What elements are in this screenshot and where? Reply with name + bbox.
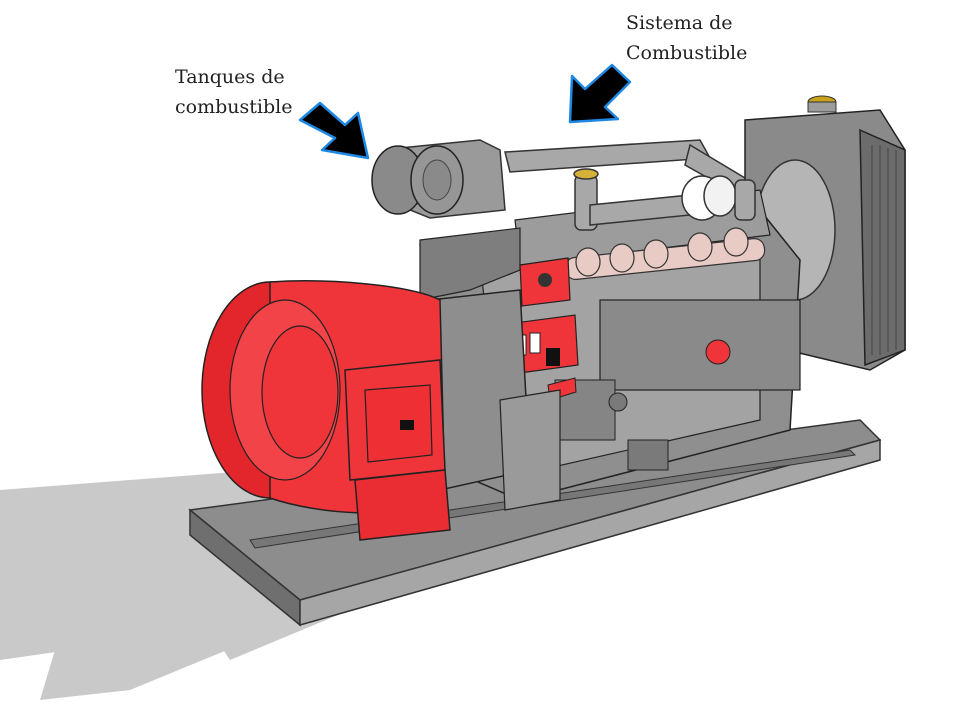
manifold	[564, 227, 766, 281]
fuel-system-pipes	[504, 139, 756, 231]
fuel-system-label-line1: Sistema de	[626, 12, 733, 34]
fuel-system-label-line2: Combustible	[626, 42, 748, 64]
fuel-tanks-label: Tanques de combustible	[175, 62, 292, 122]
fuel-tanks-label-line2: combustible	[175, 96, 293, 118]
fuel-tanks	[371, 139, 521, 301]
down-left-arrow-icon	[568, 63, 632, 124]
fuel-tanks-label-line1: Tanques de	[175, 66, 285, 88]
fuel-system-label: Sistema de Combustible	[626, 8, 747, 68]
down-right-arrow-icon	[298, 101, 370, 160]
red-generator	[201, 280, 451, 541]
